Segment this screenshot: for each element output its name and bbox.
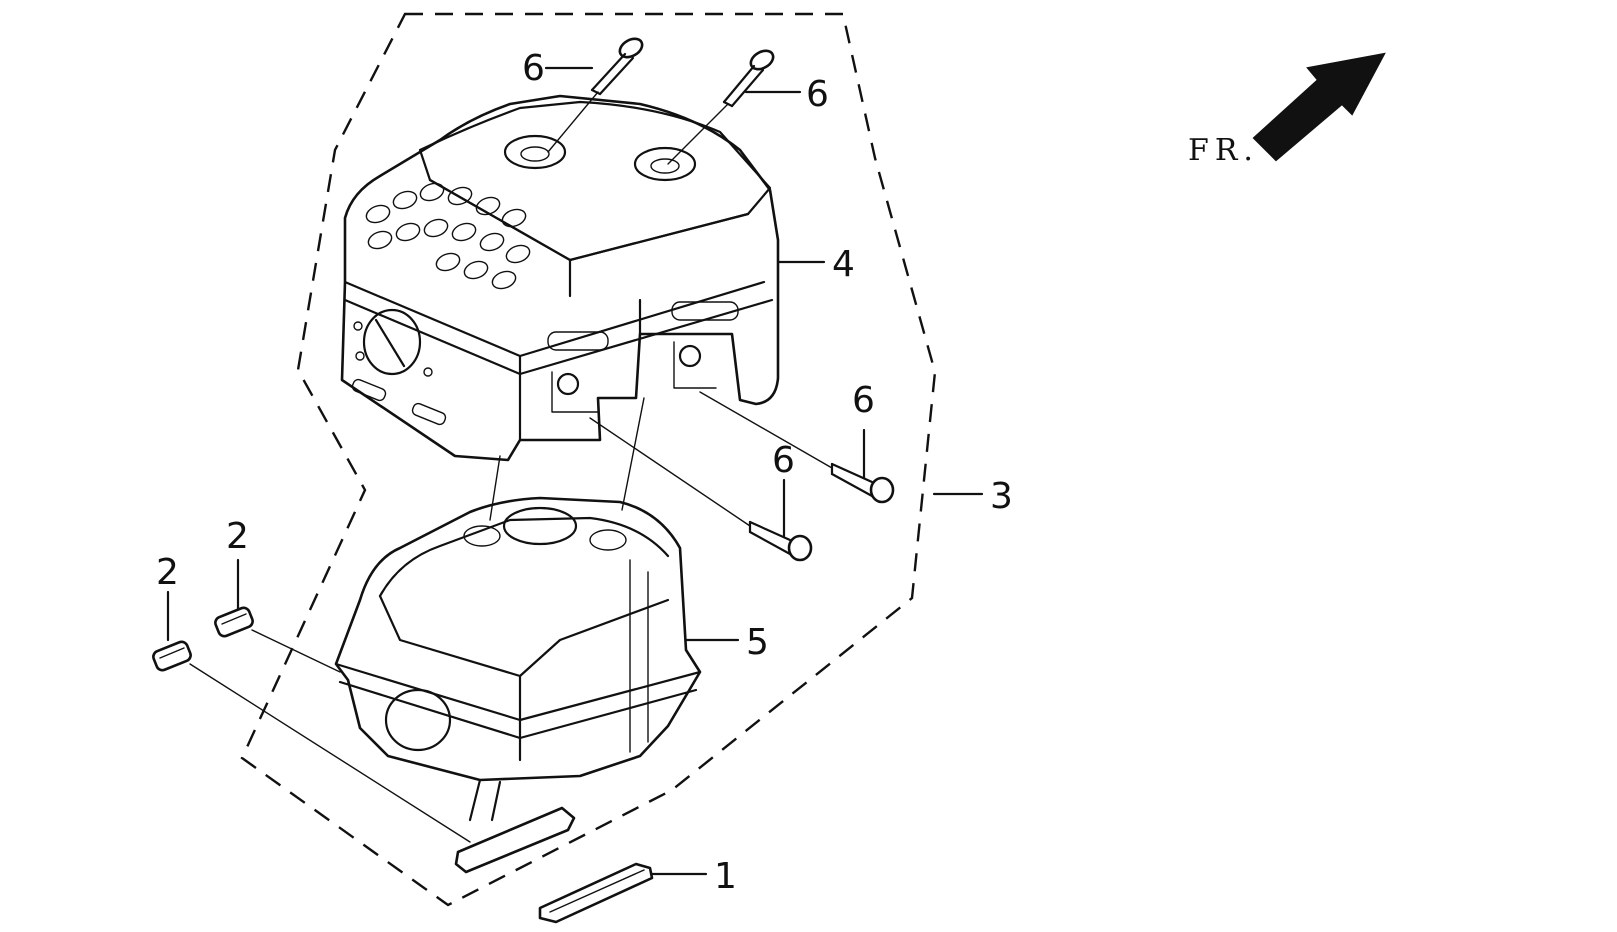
part-4-air-cleaner-cover (340, 94, 780, 462)
callout-5: 5 (746, 622, 769, 663)
part-6-screw-d (748, 520, 813, 562)
callout-6b: 6 (806, 74, 829, 115)
leader-lines (166, 66, 984, 876)
callout-1: 1 (714, 856, 737, 897)
front-direction-label: FR. (1188, 133, 1259, 168)
cover-vent-slots (365, 182, 531, 290)
assembly-guide-lines (189, 91, 833, 843)
mounting-plate (454, 806, 576, 874)
part-1-foam-strip (538, 862, 654, 924)
front-direction-arrow-icon (1252, 52, 1386, 162)
callout-2a: 2 (156, 552, 179, 593)
callout-4: 4 (832, 244, 855, 285)
callout-6c: 6 (852, 380, 875, 421)
part-6-screw-a (590, 37, 644, 96)
callout-6d: 6 (772, 440, 795, 481)
callout-6a: 6 (522, 48, 545, 89)
part-5-air-cleaner-case (334, 496, 702, 822)
callout-2b: 2 (226, 516, 249, 557)
part-6-screw-c (830, 462, 895, 504)
assembly-boundary (240, 12, 937, 907)
part-2-grommet-b (214, 606, 254, 638)
part-2-grommet-a (152, 640, 192, 672)
callout-3: 3 (990, 476, 1013, 517)
part-6-screw-b (722, 49, 775, 108)
